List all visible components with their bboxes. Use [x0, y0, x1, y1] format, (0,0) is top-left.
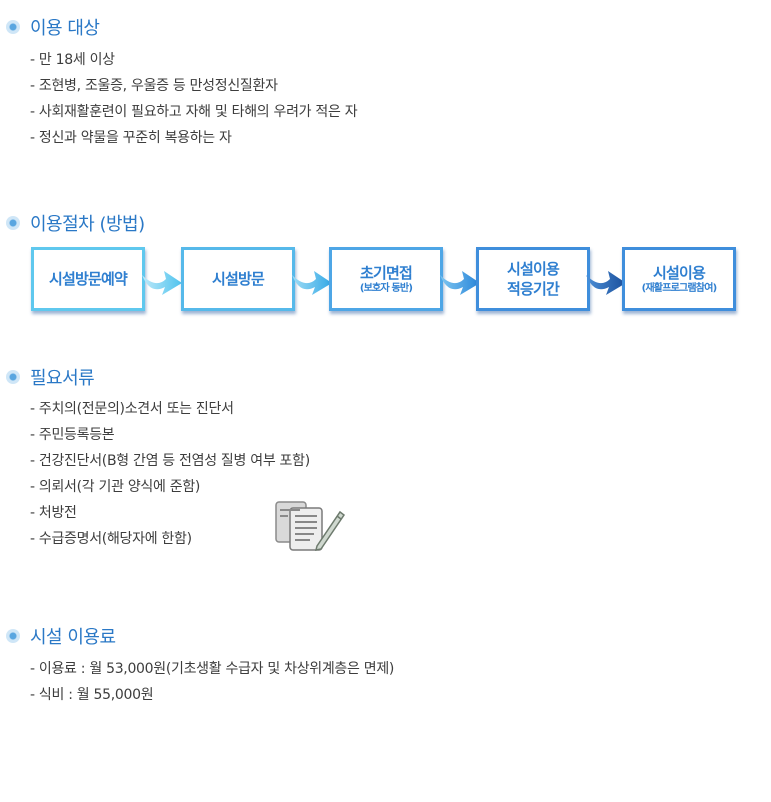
- bullet-icon: [6, 370, 20, 384]
- step-sublabel: (보호자 동반): [359, 283, 413, 294]
- step-label: 시설방문예약: [48, 270, 128, 288]
- list-item: - 의뢰서(각 기관 양식에 준함): [30, 479, 201, 495]
- list-item: - 주치의(전문의)소견서 또는 진단서: [30, 401, 234, 417]
- step-box-program: 시설이용 (재활프로그램참여): [622, 247, 736, 311]
- step-label: 시설이용: [652, 264, 706, 282]
- step-sublabel: (재활프로그램참여): [641, 283, 718, 294]
- step-label: 시설이용 적응기간: [506, 260, 560, 298]
- list-item: - 정신과 약물을 꾸준히 복용하는 자: [30, 130, 232, 146]
- document-pen-icon: [275, 501, 346, 551]
- list-item: - 만 18세 이상: [30, 52, 115, 68]
- step-box-interview: 초기면접 (보호자 동반): [329, 247, 443, 311]
- step-label: 시설방문: [211, 270, 265, 288]
- section-title: 필요서류: [30, 368, 95, 389]
- section-header-procedure: 이용절차 (방법): [6, 210, 145, 236]
- section-header-target: 이용 대상: [6, 14, 100, 40]
- arrow-right-icon: [292, 271, 332, 295]
- section-header-documents: 필요서류: [6, 364, 95, 390]
- list-item: - 수급증명서(해당자에 한함): [30, 531, 192, 547]
- arrow-right-icon: [142, 271, 182, 295]
- fees-list: - 이용료 : 월 53,000원(기초생활 수급자 및 차상위계층은 면제) …: [30, 656, 394, 708]
- list-item: - 주민등록등본: [30, 427, 115, 443]
- target-list: - 만 18세 이상 - 조현병, 조울증, 우울증 등 만성정신질환자 - 사…: [30, 47, 358, 151]
- list-item: - 처방전: [30, 505, 77, 521]
- documents-list: - 주치의(전문의)소견서 또는 진단서 - 주민등록등본 - 건강진단서(B형…: [30, 396, 310, 552]
- section-title: 이용 대상: [30, 18, 100, 39]
- step-box-adaptation: 시설이용 적응기간: [476, 247, 590, 311]
- bullet-icon: [6, 20, 20, 34]
- list-item: - 조현병, 조울증, 우울증 등 만성정신질환자: [30, 78, 278, 94]
- bullet-icon: [6, 216, 20, 230]
- section-title: 시설 이용료: [30, 627, 116, 648]
- section-title: 이용절차 (방법): [30, 214, 145, 235]
- list-item: - 식비 : 월 55,000원: [30, 687, 154, 703]
- step-box-reservation: 시설방문예약: [31, 247, 145, 311]
- procedure-flow: 시설방문예약 시설방문 초기면접 (보호자 동반) 시설이용 적응기간 시설이용…: [0, 245, 771, 317]
- step-box-visit: 시설방문: [181, 247, 295, 311]
- bullet-icon: [6, 629, 20, 643]
- list-item: - 건강진단서(B형 간염 등 전염성 질병 여부 포함): [30, 453, 310, 469]
- arrow-right-icon: [586, 271, 626, 295]
- list-item: - 이용료 : 월 53,000원(기초생활 수급자 및 차상위계층은 면제): [30, 661, 395, 677]
- list-item: - 사회재활훈련이 필요하고 자해 및 타해의 우려가 적은 자: [30, 104, 358, 120]
- arrow-right-icon: [440, 271, 480, 295]
- section-header-fees: 시설 이용료: [6, 623, 116, 649]
- step-label: 초기면접: [359, 264, 413, 282]
